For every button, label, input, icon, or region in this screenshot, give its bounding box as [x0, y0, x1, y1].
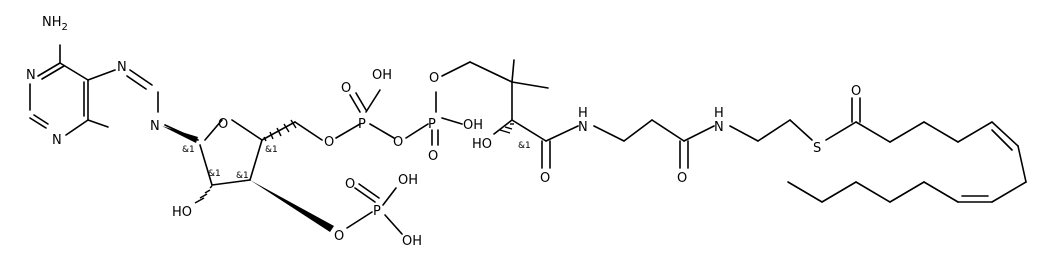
atom-amide2-o: O	[677, 171, 687, 186]
atom-pb-o-eq: O	[428, 149, 438, 164]
atom-nh2: NH2	[42, 15, 68, 33]
atom-ho2: HO	[172, 205, 192, 220]
bond-lines	[29, 44, 1027, 203]
atom-o5: O	[324, 135, 334, 150]
atom-p3-oh1: OH	[398, 173, 418, 188]
atom-h-amide1: H	[578, 106, 588, 121]
atom-p3-oh2: OH	[402, 234, 422, 249]
atom-ho-pant: HO	[472, 137, 492, 152]
atom-pa: P	[358, 117, 366, 132]
atom-n-amide2: N	[714, 120, 724, 135]
atom-n7: N	[117, 60, 127, 75]
atom-labels: NH2 N N N N O O O OH P O P O OH O HO O P…	[26, 15, 861, 249]
stereo-label-c3: &1	[236, 171, 249, 181]
atom-n1: N	[26, 68, 36, 83]
stereo-label-c1: &1	[182, 145, 195, 155]
atom-s: S	[813, 141, 821, 156]
atom-pa-oh: OH	[372, 68, 392, 83]
atom-pb-oh: OH	[463, 118, 483, 133]
atom-pb-o: O	[429, 71, 439, 86]
atom-p3-o-eq: O	[345, 177, 355, 192]
atom-pa-o-eq: O	[341, 81, 351, 96]
atom-o3: O	[334, 229, 344, 244]
atom-pb: P	[428, 117, 436, 132]
atom-o-bridge: O	[393, 135, 403, 150]
atom-ring-o: O	[218, 117, 228, 132]
atom-p3: P	[373, 204, 381, 219]
atom-n9: N	[150, 119, 160, 134]
stereo-label-c4: &1	[265, 145, 278, 155]
stereo-label-c2: &1	[208, 169, 221, 179]
stereo-bonds	[162, 119, 514, 235]
atom-thioester-o: O	[851, 84, 861, 99]
stereo-label-pant: &1	[518, 141, 531, 151]
atom-n3: N	[52, 133, 62, 148]
atom-n-amide1: N	[578, 120, 588, 135]
atom-amide1-o: O	[540, 171, 550, 186]
atom-h-amide2: H	[714, 106, 724, 121]
stereo-labels: &1 &1 &1 &1 &1	[182, 141, 531, 181]
